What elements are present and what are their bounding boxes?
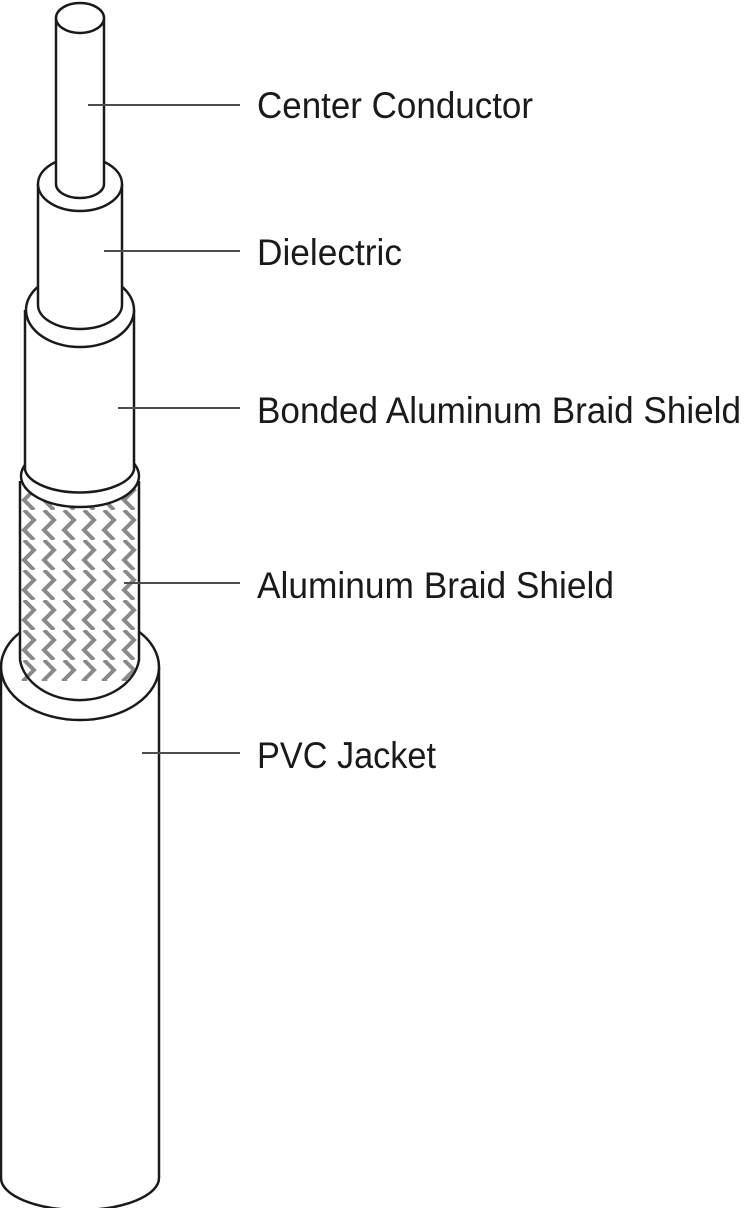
label-bonded-aluminum-braid-shield: Bonded Aluminum Braid Shield — [257, 390, 741, 431]
label-dielectric: Dielectric — [257, 232, 402, 273]
labels: Center Conductor Dielectric Bonded Alumi… — [257, 85, 741, 776]
pvc-jacket-layer — [0, 612, 161, 1208]
label-center-conductor: Center Conductor — [257, 85, 533, 126]
center-conductor-layer — [54, 1, 106, 200]
label-pvc-jacket: PVC Jacket — [257, 735, 437, 776]
label-aluminum-braid-shield: Aluminum Braid Shield — [257, 565, 614, 606]
leader-lines — [88, 104, 240, 754]
